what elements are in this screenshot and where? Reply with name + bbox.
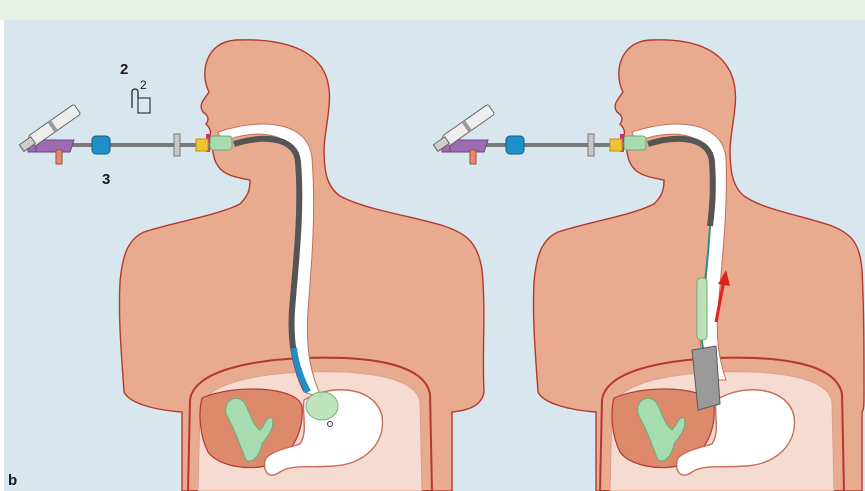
illustration-panel: 2 2 3 b xyxy=(4,20,865,491)
panel-letter: b xyxy=(8,473,17,488)
right-yellow-hub xyxy=(610,139,622,151)
right-balloon-segment xyxy=(697,278,707,340)
top-band-strip-right xyxy=(700,0,865,22)
left-balloon xyxy=(306,392,338,420)
right-clamp xyxy=(588,134,594,156)
label-2: 2 xyxy=(120,62,128,77)
top-band-strip xyxy=(0,0,700,20)
right-blue-connector xyxy=(506,136,524,154)
right-mouthpiece xyxy=(624,136,646,150)
label-2-boxed: 2 xyxy=(140,79,147,91)
left-blue-connector xyxy=(92,136,110,154)
illustration-svg xyxy=(4,20,865,491)
left-mouthpiece xyxy=(210,136,232,150)
left-yellow-hub xyxy=(196,139,208,151)
label-3: 3 xyxy=(102,172,110,187)
left-clamp xyxy=(174,134,180,156)
